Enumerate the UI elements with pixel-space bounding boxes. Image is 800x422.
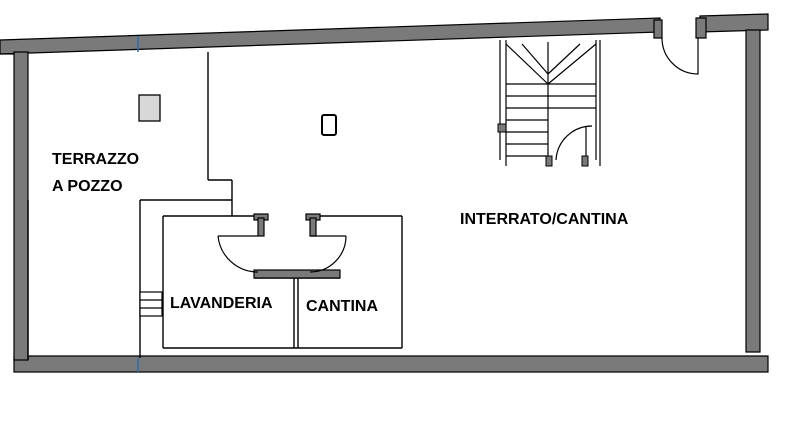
label-interrato: INTERRATO/CANTINA — [460, 211, 629, 228]
label-cantina: CANTINA — [306, 298, 378, 315]
pillar — [321, 114, 337, 136]
right-wall — [745, 29, 761, 353]
top-wall-right — [699, 13, 769, 33]
interior-walls — [162, 215, 403, 349]
left-wall — [13, 51, 29, 361]
label-terrazzo-line1: TERRAZZO — [52, 151, 139, 168]
window-grille — [139, 291, 163, 317]
bottom-wall — [13, 355, 769, 373]
top-wall-left — [0, 17, 661, 55]
label-terrazzo-line2: A POZZO — [52, 178, 123, 195]
stair-posts — [497, 123, 589, 167]
terrazzo-walls — [27, 52, 233, 360]
staircase — [499, 40, 601, 166]
wall-stubs — [253, 213, 341, 279]
door-swings — [217, 37, 699, 273]
outer-walls — [0, 13, 769, 373]
label-lavanderia: LAVANDERIA — [170, 295, 273, 312]
column-square — [138, 94, 161, 122]
door-jamb-left — [653, 19, 663, 39]
door-jamb — [695, 17, 707, 39]
